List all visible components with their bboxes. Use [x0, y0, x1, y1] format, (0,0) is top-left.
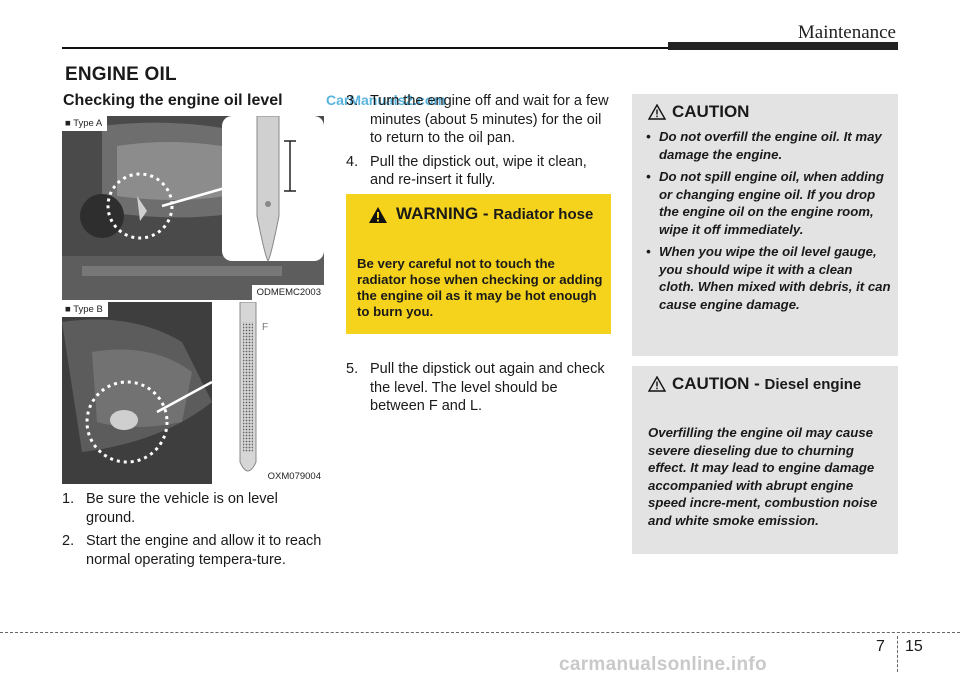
header-rule: [62, 47, 672, 49]
caution-item: •When you wipe the oil level gauge, you …: [646, 244, 891, 312]
caution-triangle-icon: [648, 376, 666, 392]
step-text: Pull the dipstick out, wipe it clean, an…: [370, 153, 587, 189]
header-rule-accent: [668, 42, 898, 50]
watermark: CarManuals2.com: [326, 92, 446, 108]
step-1: 1. Be sure the vehicle is on level groun…: [62, 491, 278, 526]
steps-list-middle: 3. Turn the engine off and wait for a fe…: [346, 92, 612, 195]
caution-item: •Do not spill engine oil, when adding or…: [646, 169, 884, 237]
section-title: ENGINE OIL: [65, 64, 177, 85]
footer-rule: [0, 632, 960, 633]
figure-type-a: ■ Type A ODMEMC2003: [62, 116, 324, 300]
caution-box-diesel: CAUTION - Diesel engine Overfilling the …: [632, 366, 898, 554]
figure-code: ODMEMC2003: [251, 285, 324, 300]
step-text: Turn the engine off and wait for a few m…: [370, 93, 609, 146]
caution-triangle-icon: [648, 104, 666, 120]
caution-item: •Do not overfill the engine oil. It may …: [646, 129, 882, 162]
caution-subject: Diesel engine: [764, 376, 862, 393]
step-text: Pull the dipstick out again and check th…: [370, 361, 605, 414]
warning-text: Be very careful not to touch the radiato…: [357, 256, 603, 319]
page-separator: [897, 636, 898, 672]
svg-text:F: F: [262, 322, 268, 333]
chapter-number: 7: [876, 638, 885, 655]
caution-list: •Do not overfill the engine oil. It may …: [646, 128, 891, 318]
step-4: 4. Pull the dipstick out, wipe it clean,…: [346, 153, 587, 189]
steps-list-left: 1. Be sure the vehicle is on level groun…: [62, 490, 324, 574]
caution-box: CAUTION •Do not overfill the engine oil.…: [632, 94, 898, 356]
caution-heading: CAUTION: [672, 102, 750, 121]
figure-tag: ■ Type B: [62, 302, 108, 317]
step-text: Start the engine and allow it to reach n…: [86, 533, 322, 568]
warning-subject: Radiator hose: [493, 206, 594, 223]
step-text: Be sure the vehicle is on level ground.: [86, 491, 278, 526]
steps-list-middle-bottom: 5. Pull the dipstick out again and check…: [346, 360, 612, 421]
engine-illustration-a: [62, 116, 324, 300]
caution-text: Overfilling the engine oil may cause sev…: [648, 425, 878, 528]
step-5: 5. Pull the dipstick out again and check…: [346, 361, 605, 414]
warning-heading: WARNING - Radiator hose: [396, 204, 594, 223]
page-number: 15: [905, 638, 923, 655]
figure-code: OXM079004: [262, 469, 324, 484]
warning-triangle-icon: [369, 207, 387, 223]
figure-type-b: F ■ Type B OXM079004: [62, 302, 324, 484]
footer-watermark: carmanualsonline.info: [559, 654, 767, 675]
caution-heading: CAUTION - Diesel engine: [672, 374, 862, 393]
figure-tag: ■ Type A: [62, 116, 108, 131]
engine-illustration-b: F: [62, 302, 324, 484]
warning-box: WARNING - Radiator hose Be very careful …: [346, 194, 611, 334]
step-3: 3. Turn the engine off and wait for a fe…: [346, 93, 609, 146]
step-2: 2. Start the engine and allow it to reac…: [62, 533, 322, 568]
subsection-title: Checking the engine oil level: [63, 92, 283, 109]
chapter-title: Maintenance: [797, 22, 896, 43]
